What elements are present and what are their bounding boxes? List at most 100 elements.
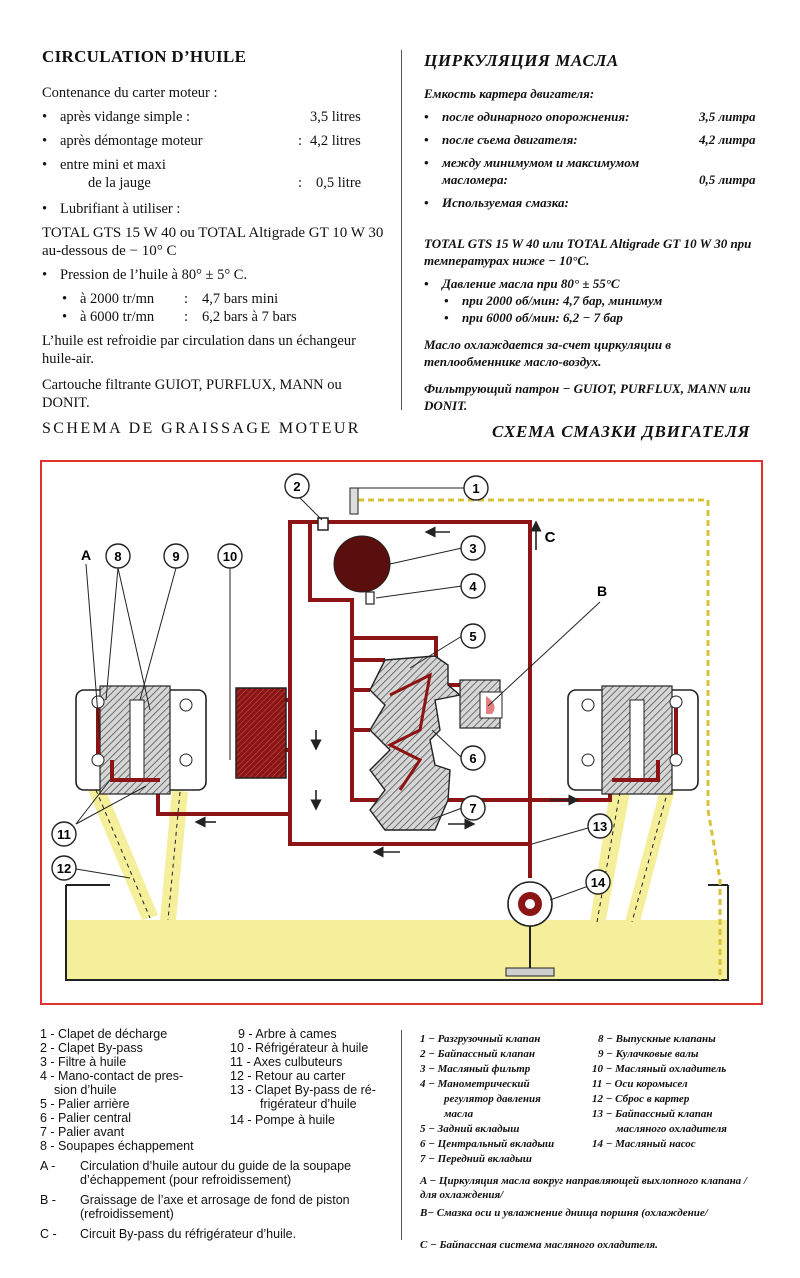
lubrication-diagram: 1 2 3 4 5 6 7 8 9 10 11 12 13 14 A B C — [40, 460, 763, 1005]
legend-fr-item: 13 - Clapet By-pass de ré- — [230, 1083, 376, 1097]
label-13: 13 — [587, 813, 613, 839]
oil-sump — [65, 884, 729, 981]
bypass-valve — [317, 517, 329, 531]
ru-pressure-item: • при 2000 об/мин: 4,7 бар, минимум — [424, 292, 769, 309]
legend-ru-item: 9 − Кулачковые валы — [598, 1048, 699, 1060]
ru-gauge-line2: масломера: — [442, 172, 508, 187]
legend-fr-item: 3 - Filtre à huile — [40, 1055, 127, 1069]
svg-text:8: 8 — [114, 549, 121, 564]
legend-fr-item: 1 - Clapet de décharge — [40, 1027, 168, 1041]
fr-cooling-text: L’huile est refroidie par circulation da… — [42, 333, 356, 367]
fr-capacity-title: Contenance du carter moteur : — [42, 85, 218, 101]
fr-lubricant-row: • Lubrifiant à utiliser : — [42, 200, 392, 218]
label-11: 11 — [51, 821, 77, 847]
svg-text:14: 14 — [591, 875, 606, 890]
svg-text:13: 13 — [593, 819, 607, 834]
legend-ru-item: масла — [444, 1108, 474, 1120]
svg-text:3: 3 — [469, 541, 476, 556]
label-5: 5 — [460, 623, 486, 649]
label-9: 9 — [163, 543, 189, 569]
ru-gauge-value: 0,5 литра — [699, 172, 756, 187]
bullet-icon: • — [62, 291, 68, 307]
ru-item-value: 3,5 литра — [699, 109, 756, 124]
legend-fr-item: 12 - Retour au carter — [230, 1069, 346, 1083]
bullet-icon: • — [424, 132, 429, 147]
label-3: 3 — [460, 535, 486, 561]
fr-jauge-sep: : — [297, 175, 303, 191]
left-cylinder-head — [75, 685, 207, 795]
ru-filter-text: Фильтрующий патрон − GUIOT, PURFLUX, MAN… — [424, 381, 751, 413]
ru-pressure-item: • при 6000 об/мин: 6,2 − 7 бар — [424, 309, 769, 326]
label-8: 8 — [105, 543, 131, 569]
legend-ru-item: 7 − Передний вкладыш — [420, 1153, 532, 1165]
legend-fr-text-B: Graissage de l’axe et arrosage de fond d… — [80, 1193, 350, 1207]
svg-text:12: 12 — [57, 861, 71, 876]
ru-item-label: после съема двигателя: — [442, 132, 578, 147]
schema-title-ru: СХЕМА СМАЗКИ ДВИГАТЕЛЯ — [492, 422, 751, 441]
label-12: 12 — [51, 855, 77, 881]
french-column: CIRCULATION D’HUILE Contenance du carter… — [42, 48, 392, 412]
label-2: 2 — [284, 473, 310, 499]
legend-fr-item: 2 - Clapet By-pass — [40, 1041, 143, 1055]
column-divider — [401, 50, 402, 410]
fr-pressure-label: à 2000 tr/mn — [80, 291, 155, 307]
oil-cooler — [235, 687, 287, 779]
fr-item-label: après démontage moteur — [60, 133, 203, 149]
ru-cooling-text: Масло охлаждается за-счет циркуляции в т… — [424, 337, 672, 369]
ru-pressure-text: при 2000 об/мин: 4,7 бар, минимум — [462, 293, 663, 308]
ru-item-row: • после съема двигателя: 4,2 литра — [424, 131, 769, 148]
bullet-icon: • — [62, 309, 68, 325]
legend-fr-key-B: B - — [40, 1193, 56, 1207]
fr-item-value: 3,5 litres — [310, 109, 361, 125]
legend-ru-item: 2 − Байпассный клапан — [420, 1048, 535, 1060]
legend-ru-item: 11 − Оси коромысел — [592, 1078, 688, 1090]
svg-text:4: 4 — [469, 579, 477, 594]
fr-jauge-row: • entre mini et maxi — [42, 156, 392, 174]
legend-fr-text-C: Circuit By-pass du réfrigérateur d’huile… — [80, 1227, 297, 1241]
fr-pressure-value: 6,2 bars à 7 bars — [202, 309, 297, 325]
ru-item-label: после одинарного опорожнения: — [442, 109, 630, 124]
legend-fr-text-A: Circulation d’huile autour du guide de l… — [80, 1159, 352, 1173]
label-1: 1 — [463, 475, 489, 501]
fr-pressure-item: • à 2000 tr/mn : 4,7 bars mini — [42, 290, 392, 308]
svg-text:7: 7 — [469, 801, 476, 816]
legend-fr-item: 10 - Réfrigérateur à huile — [230, 1041, 369, 1055]
part-labels: 1 2 3 4 5 6 7 8 9 10 11 12 13 14 A B C — [51, 473, 613, 895]
svg-text:10: 10 — [223, 549, 237, 564]
fr-pressure-value: 4,7 bars mini — [202, 291, 279, 307]
legend-fr-item: 14 - Pompe à huile — [230, 1113, 335, 1127]
legend-ru-item: 1 − Разгрузочный клапан — [420, 1033, 541, 1045]
fr-title: CIRCULATION D’HUILE — [42, 47, 247, 66]
fr-pressure-label: à 6000 tr/mn — [80, 309, 155, 325]
label-C: C — [545, 529, 556, 546]
legend-fr-key-A: A - — [40, 1159, 56, 1173]
fr-pressure-row: • Pression de l’huile à 80° ± 5° C. — [42, 266, 392, 284]
legend-ru-item: 10 − Масляный охладитель — [592, 1063, 727, 1075]
ru-lubricant-text: TOTAL GTS 15 W 40 или TOTAL Altigrade GT… — [424, 236, 752, 268]
fr-pressure-sep: : — [184, 309, 189, 325]
ru-lubricant-row: • Используемая смазка: — [424, 194, 769, 211]
leader-lines — [69, 487, 601, 901]
ru-item-row: • после одинарного опорожнения: 3,5 литр… — [424, 108, 769, 125]
ru-capacity-title: Емкость картера двигателя: — [424, 86, 595, 101]
pressure-switch — [365, 591, 375, 605]
fr-jauge-line1: entre mini et maxi — [60, 157, 166, 173]
legend-fr-item: 4 - Mano-contact de pres- — [40, 1069, 184, 1083]
legend-fr-item: frigérateur d’huile — [260, 1097, 357, 1111]
bullet-icon: • — [424, 109, 429, 124]
bullet-icon: • — [424, 276, 429, 291]
legend-ru-item: 12 − Сброс в картер — [592, 1093, 690, 1105]
legend-ru-item: 13 − Байпассный клапан — [592, 1108, 713, 1120]
bullet-icon: • — [42, 109, 48, 125]
bullet-icon: • — [42, 157, 48, 173]
legend-ru-item: 8 − Выпускные клапаны — [598, 1033, 716, 1045]
fr-jauge-line2: de la jauge — [88, 175, 151, 191]
flow-arrows — [194, 520, 580, 858]
schema-title-fr: SCHEMA DE GRAISSAGE MOTEUR — [42, 420, 361, 437]
fr-lubricant-text: TOTAL GTS 15 W 40 ou TOTAL Altigrade GT … — [42, 225, 384, 259]
fr-item-label: après vidange simple : — [60, 109, 191, 125]
ru-lubricant-label: Используемая смазка: — [442, 195, 569, 210]
oil-filter — [333, 535, 391, 593]
fr-jauge-row2: de la jauge : 0,5 litre — [42, 174, 392, 192]
label-14: 14 — [585, 869, 611, 895]
